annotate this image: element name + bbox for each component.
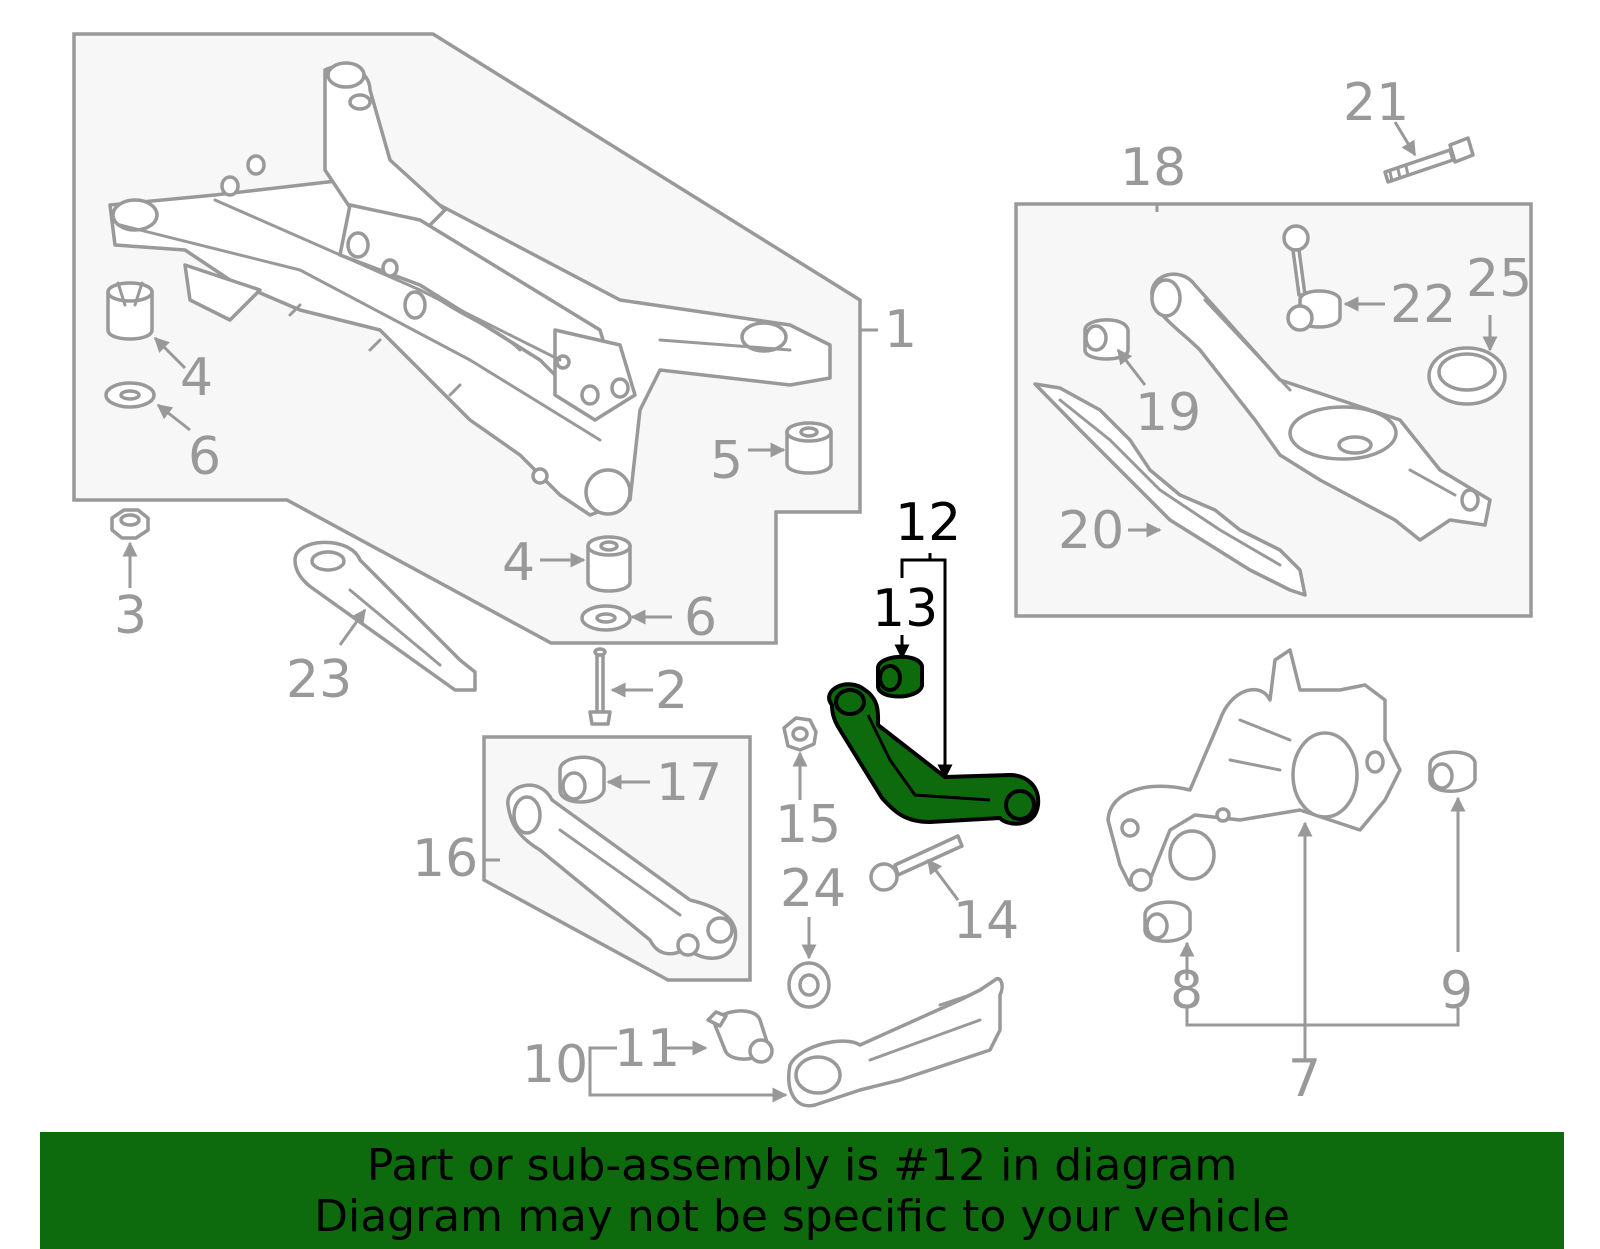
- callout-8: 8: [1170, 961, 1203, 1021]
- bushing-9[interactable]: [1428, 750, 1477, 793]
- callout-3: 3: [114, 586, 147, 646]
- control-arm-12-highlighted[interactable]: [827, 682, 1041, 826]
- callout-20: 20: [1058, 501, 1124, 561]
- bushing-11[interactable]: [706, 1009, 774, 1064]
- bushing-4-upper[interactable]: [106, 281, 154, 341]
- callout-16: 16: [412, 829, 478, 889]
- knuckle-7-part[interactable]: [1106, 648, 1402, 892]
- link-23[interactable]: [293, 540, 477, 692]
- callout-21: 21: [1343, 73, 1409, 133]
- callout-labels: 1 2 3 4 4 5 6 6 7 8 9 10 11 12 13 14 15 …: [114, 73, 1532, 1109]
- callout-6-lower: 6: [684, 588, 717, 648]
- callout-7: 7: [1288, 1049, 1321, 1109]
- callout-22: 22: [1390, 275, 1456, 335]
- bushing-4-lower[interactable]: [586, 535, 632, 593]
- info-banner: Part or sub-assembly is #12 in diagram D…: [40, 1132, 1564, 1249]
- callout-19: 19: [1135, 383, 1201, 443]
- callout-23: 23: [286, 650, 352, 710]
- callout-24: 24: [780, 859, 846, 919]
- spring-seat-25[interactable]: [1427, 346, 1507, 406]
- bushing-5[interactable]: [785, 421, 833, 475]
- bolt-14[interactable]: [869, 834, 964, 892]
- nut-3[interactable]: [110, 508, 150, 540]
- callout-6-upper: 6: [188, 427, 221, 487]
- callout-25: 25: [1466, 249, 1532, 309]
- callout-4-lower: 4: [502, 533, 535, 593]
- callout-12: 12: [895, 493, 961, 553]
- washer-6-upper[interactable]: [104, 381, 156, 409]
- bushing-13-highlighted[interactable]: [876, 654, 924, 699]
- callout-1: 1: [884, 300, 917, 360]
- shield-20[interactable]: [1033, 382, 1307, 597]
- washer-6-lower[interactable]: [580, 604, 632, 632]
- callout-18: 18: [1120, 138, 1186, 198]
- callout-14: 14: [953, 891, 1019, 951]
- callout-15: 15: [775, 795, 841, 855]
- bushing-8[interactable]: [1143, 900, 1192, 943]
- leader-lines: [122, 121, 1498, 1103]
- trailing-arm-10-part[interactable]: [787, 977, 1004, 1108]
- callout-11: 11: [614, 1019, 680, 1079]
- bolt-2[interactable]: [588, 647, 612, 726]
- lower-control-arm-part[interactable]: [1150, 272, 1492, 542]
- stabilizer-link-22[interactable]: [1282, 224, 1342, 332]
- bolt-21[interactable]: [1383, 136, 1475, 184]
- callout-13: 13: [872, 579, 938, 639]
- callout-17: 17: [656, 753, 722, 813]
- callout-4-upper: 4: [180, 348, 213, 408]
- callout-9: 9: [1440, 961, 1473, 1021]
- washer-24[interactable]: [787, 961, 831, 1009]
- upper-arm-16-part[interactable]: [506, 783, 738, 960]
- bushing-17[interactable]: [558, 755, 606, 804]
- nut-15[interactable]: [782, 716, 818, 752]
- callout-10: 10: [522, 1035, 588, 1095]
- callout-2: 2: [655, 661, 688, 721]
- rear-subframe-part[interactable]: [108, 61, 832, 517]
- callout-5: 5: [710, 431, 743, 491]
- banner-line-2: Diagram may not be specific to your vehi…: [314, 1191, 1290, 1242]
- banner-line-1: Part or sub-assembly is #12 in diagram: [366, 1140, 1238, 1191]
